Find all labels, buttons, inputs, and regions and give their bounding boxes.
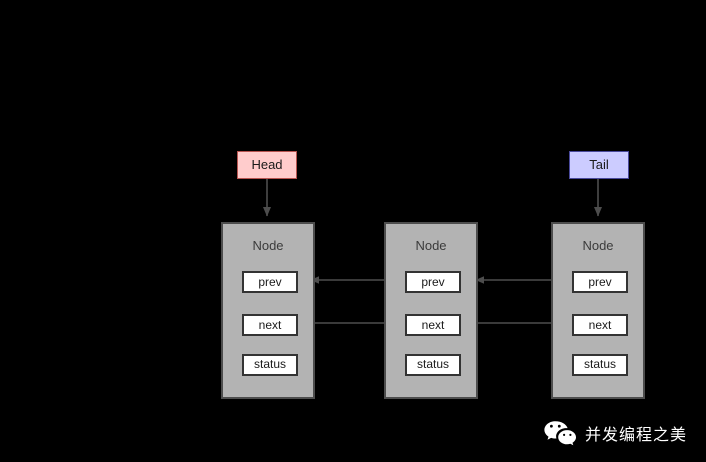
node-1[interactable]: Node prev next status bbox=[221, 222, 315, 399]
node-1-field-next[interactable]: next bbox=[242, 314, 298, 336]
pointer-head[interactable]: Head bbox=[237, 151, 297, 179]
wechat-icon bbox=[544, 421, 576, 446]
pointer-tail[interactable]: Tail bbox=[569, 151, 629, 179]
node-3-title: Node bbox=[582, 238, 614, 253]
node-1-title: Node bbox=[252, 238, 284, 253]
node-2-title: Node bbox=[415, 238, 447, 253]
node-3-field-status[interactable]: status bbox=[572, 354, 628, 376]
node-1-field-prev[interactable]: prev bbox=[242, 271, 298, 293]
watermark-label: 并发编程之美 bbox=[585, 425, 688, 444]
node-2[interactable]: Node prev next status bbox=[384, 222, 478, 399]
pointer-head-label: Head bbox=[251, 157, 283, 172]
watermark: 并发编程之美 bbox=[543, 417, 687, 449]
node-3[interactable]: Node prev next status bbox=[551, 222, 645, 399]
pointer-tail-label: Tail bbox=[589, 157, 609, 172]
node-2-field-next[interactable]: next bbox=[405, 314, 461, 336]
node-1-field-status[interactable]: status bbox=[242, 354, 298, 376]
node-3-field-next[interactable]: next bbox=[572, 314, 628, 336]
node-2-field-status[interactable]: status bbox=[405, 354, 461, 376]
node-2-field-prev[interactable]: prev bbox=[405, 271, 461, 293]
node-3-field-prev[interactable]: prev bbox=[572, 271, 628, 293]
